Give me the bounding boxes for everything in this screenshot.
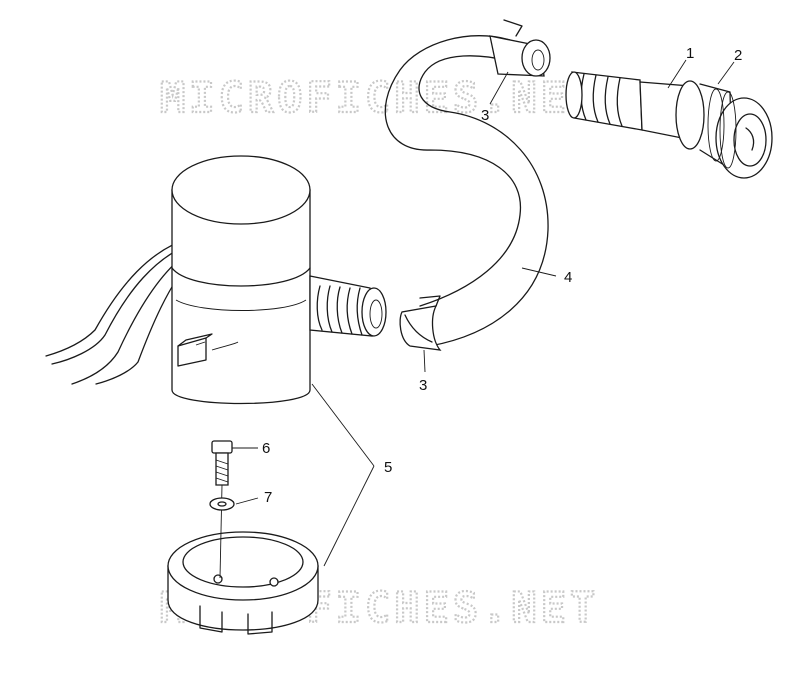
callout-5: 5 [384,459,392,476]
pump-base [167,531,319,635]
thru-hull-fitting [565,71,773,179]
callout-6: 6 [262,440,270,457]
watermark-top: MICROFICHES.NET [160,73,599,122]
callout-2: 2 [734,47,742,64]
hose [384,35,549,347]
hose-clamp-upper [489,19,551,77]
washer [209,497,235,511]
bilge-pump [171,155,387,405]
callout-7: 7 [264,489,272,506]
callout-3-lower: 3 [419,377,427,394]
callout-3-upper: 3 [481,107,489,124]
callout-4: 4 [564,269,572,286]
hose-clamp-lower [399,295,442,351]
leader-lines [232,59,735,567]
callout-1: 1 [686,45,694,62]
